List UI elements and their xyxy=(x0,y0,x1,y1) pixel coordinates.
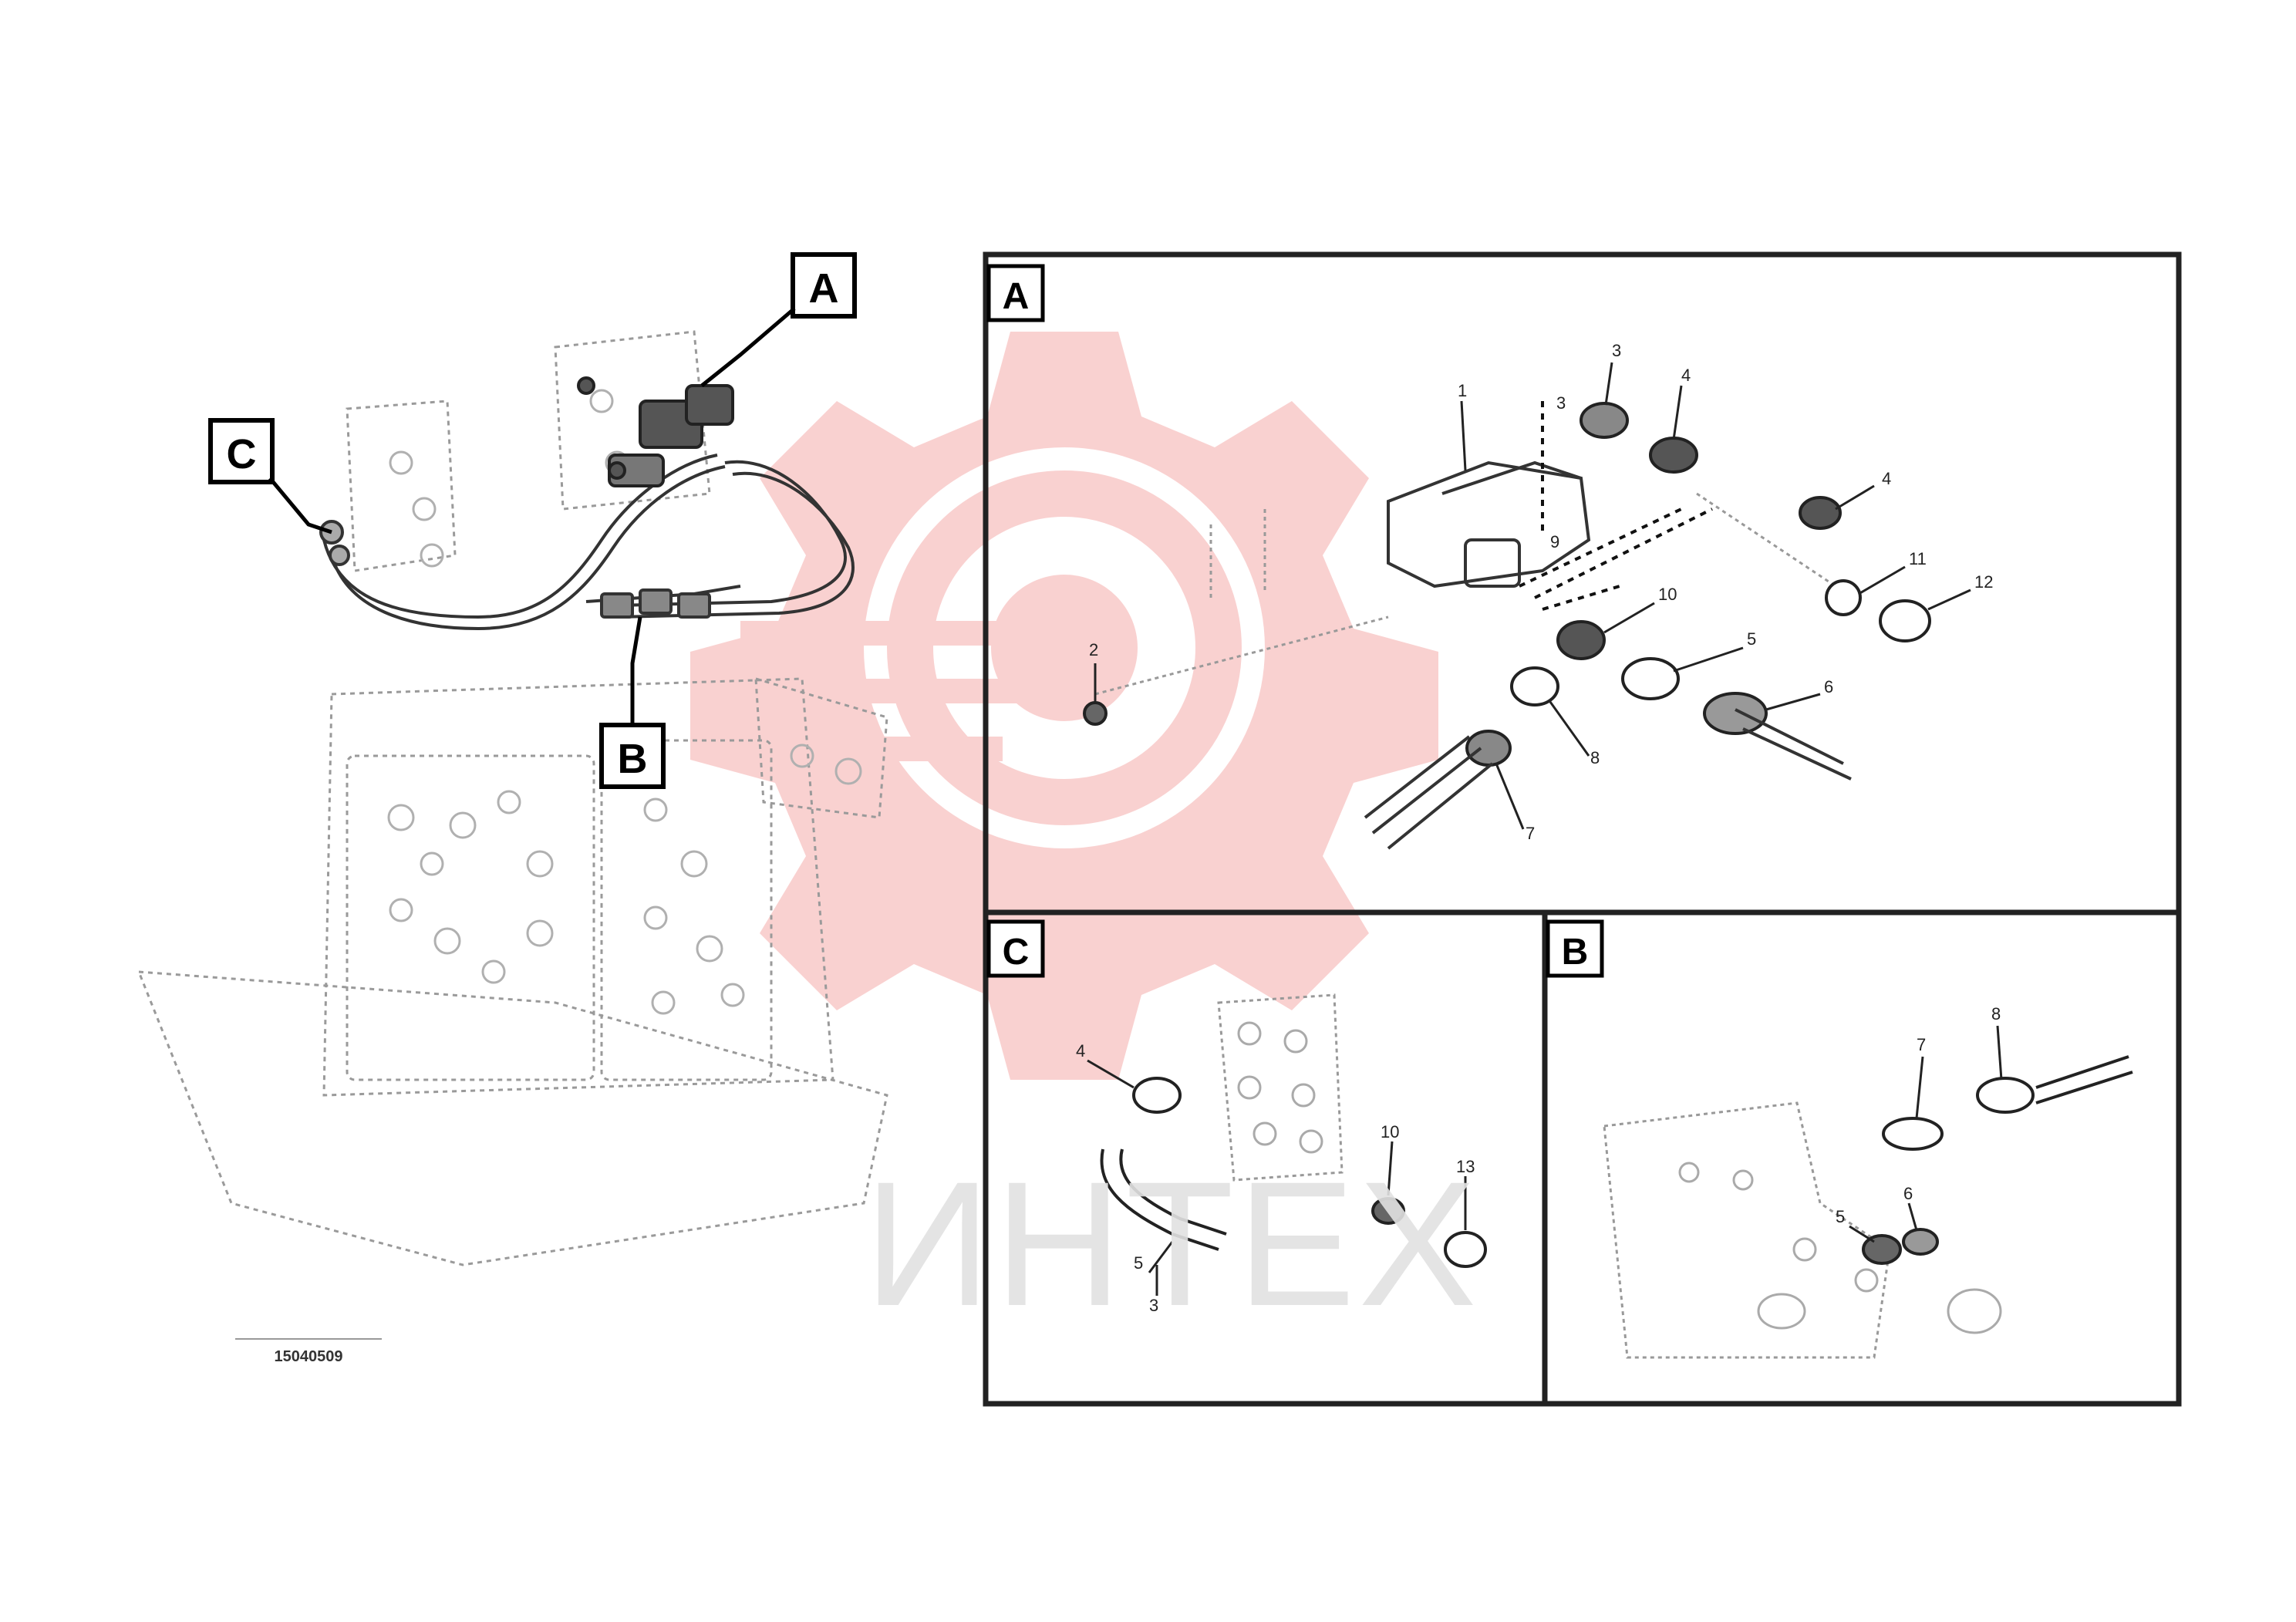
part-number: 9 xyxy=(1550,532,1559,551)
overview-top-valve xyxy=(577,376,734,487)
part-number: 1 xyxy=(1458,381,1467,400)
part-number: 4 xyxy=(1076,1041,1085,1061)
part-number: 6 xyxy=(1824,677,1833,696)
part-number: 10 xyxy=(1658,585,1677,604)
panel-a-drawing: 3 4 1 4 11 12 10 5 6 8 7 2 9 3 xyxy=(1083,341,1993,850)
part-number: 6 xyxy=(1903,1184,1913,1203)
part-number: 2 xyxy=(1089,640,1098,659)
part-number: 3 xyxy=(1612,341,1621,360)
watermark-gear-icon xyxy=(690,332,1438,1080)
panel-c-drawing: 4 3 10 13 5 xyxy=(1076,993,1487,1315)
part-number: 13 xyxy=(1456,1157,1475,1176)
drawing-code-block: 15040509 xyxy=(231,1338,386,1364)
watermark-text: ИНТЕХ xyxy=(864,1145,1480,1343)
panel-label-c: C xyxy=(986,919,1045,978)
part-number: 11 xyxy=(1909,549,1927,568)
part-number: 12 xyxy=(1974,572,1993,592)
part-number: 4 xyxy=(1882,469,1891,488)
svg-text:C: C xyxy=(1003,932,1030,973)
overview-drawing xyxy=(137,330,888,1266)
callout-b[interactable]: B xyxy=(599,616,666,789)
callout-b-label: B xyxy=(618,736,648,782)
part-number: 8 xyxy=(1590,748,1600,767)
part-number: 8 xyxy=(1991,1004,2001,1023)
panel-label-b: B xyxy=(1546,919,1604,978)
svg-text:A: A xyxy=(1003,276,1030,317)
part-number: 7 xyxy=(1526,824,1535,843)
svg-text:B: B xyxy=(1562,932,1589,973)
drawing-code: 15040509 xyxy=(274,1348,343,1365)
callout-c[interactable]: C xyxy=(208,418,332,534)
part-number: 5 xyxy=(1747,629,1756,649)
panel-label-a: A xyxy=(986,264,1045,322)
callout-a[interactable]: A xyxy=(700,252,857,387)
part-number: 3 xyxy=(1149,1296,1158,1315)
part-number: 3 xyxy=(1556,393,1566,413)
overview-fittings-c xyxy=(319,520,350,566)
drawing-code-rule xyxy=(235,1338,382,1344)
callout-a-label: A xyxy=(809,265,839,312)
detail-panels-frame xyxy=(983,251,2182,1407)
part-number: 10 xyxy=(1381,1122,1399,1141)
overview-fittings-b xyxy=(600,588,711,619)
panel-b-drawing: 7 8 5 6 xyxy=(1603,1004,2133,1359)
overview-hoses xyxy=(322,454,855,631)
callout-c-label: C xyxy=(227,431,257,477)
part-number: 7 xyxy=(1917,1035,1926,1054)
part-number: 5 xyxy=(1836,1207,1845,1226)
part-number: 5 xyxy=(1134,1253,1143,1273)
part-number: 4 xyxy=(1681,366,1691,385)
